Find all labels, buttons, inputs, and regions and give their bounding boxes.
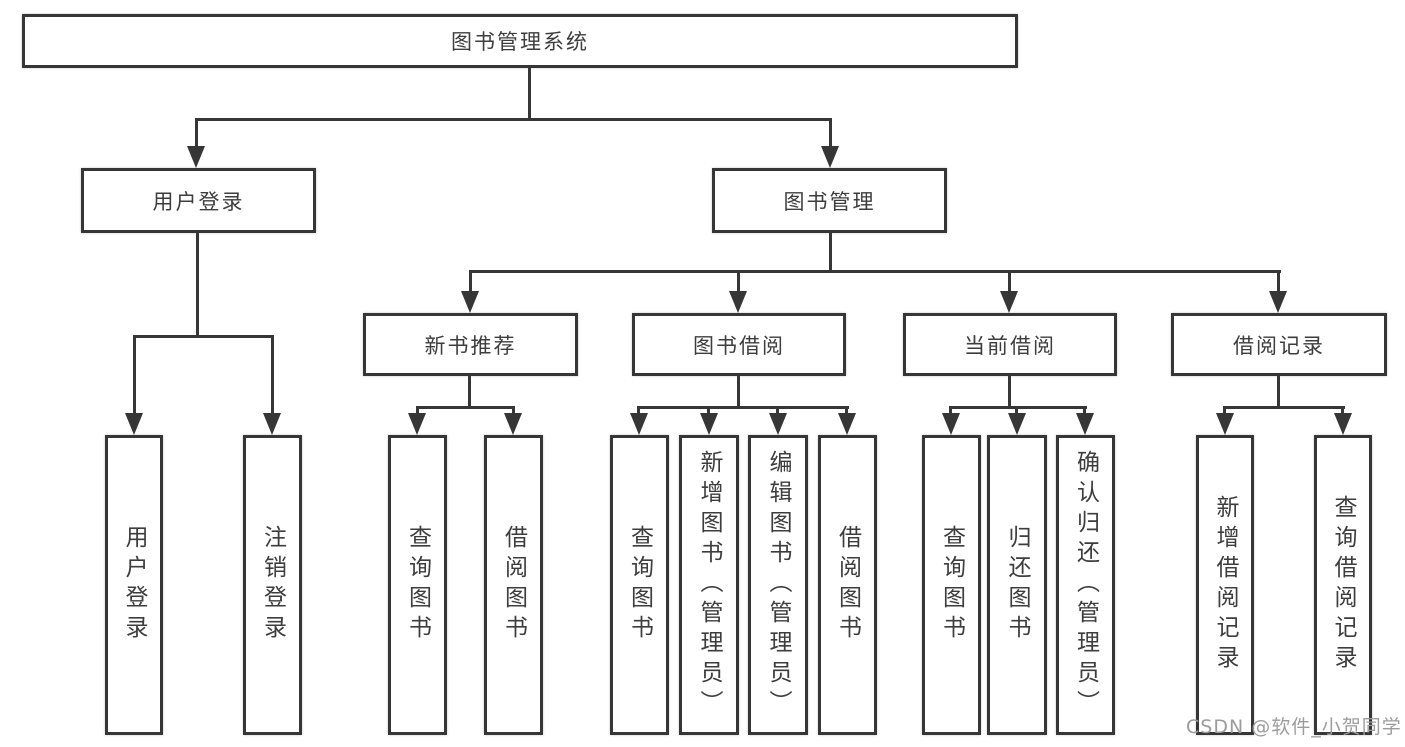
node-book-borrowing-label: 图书借阅 [693,333,785,358]
connector-line [195,118,198,148]
connector-line [1008,376,1011,409]
connector-line [1015,406,1018,416]
connector-line [1224,406,1345,409]
arrow-down-icon [1000,291,1018,313]
leaf-query-books-current: 查询图书 [922,435,981,735]
connector-line [469,270,472,293]
arrow-down-icon [263,413,281,435]
node-root-label: 图书管理系统 [451,30,589,54]
arrow-down-icon [729,291,747,313]
arrow-down-icon [700,413,718,435]
connector-line [1223,406,1226,416]
connector-line [196,233,199,338]
leaf-query-borrow-record-label: 查询借阅记录 [1330,495,1356,675]
node-book-management-label: 图书管理 [783,189,876,214]
connector-line [271,335,274,415]
connector-line [416,406,419,416]
arrow-down-icon [187,146,205,168]
leaf-confirm-return-admin: 确认归还（管理员） [1056,435,1115,735]
leaf-return-book: 归还图书 [987,435,1047,735]
node-user-login: 用户登录 [81,168,316,233]
node-user-login-label: 用户登录 [152,189,245,214]
leaf-return-book-label: 归还图书 [1004,525,1030,645]
leaf-query-books-recommend: 查询图书 [388,435,447,735]
node-borrowing-records-label: 借阅记录 [1233,333,1325,358]
node-new-book-recommend-label: 新书推荐 [424,333,517,358]
connector-line [528,68,531,121]
connector-line [829,233,832,273]
leaf-add-book-admin: 新增图书（管理员） [679,435,739,735]
connector-line [195,118,832,121]
leaf-logout: 注销登录 [243,435,302,735]
leaf-query-books-recommend-label: 查询图书 [404,525,431,645]
node-borrowing-records: 借阅记录 [1171,313,1387,376]
node-root: 图书管理系统 [22,14,1018,68]
arrow-down-icon [630,413,648,435]
connector-line [133,335,274,338]
leaf-user-login-label: 用户登录 [121,525,147,645]
leaf-logout-label: 注销登录 [259,525,286,645]
leaf-borrow-books-borrowing: 借阅图书 [818,435,877,735]
connector-line [416,406,515,409]
arrow-down-icon [125,413,143,435]
leaf-confirm-return-admin-label: 确认归还（管理员） [1072,450,1099,720]
connector-line [1083,406,1086,416]
leaf-add-book-admin-label: 新增图书（管理员） [696,450,722,720]
arrow-down-icon [769,413,787,435]
arrow-down-icon [838,413,856,435]
leaf-borrow-books-recommend: 借阅图书 [484,435,543,735]
arrow-down-icon [942,413,960,435]
leaf-add-borrow-record-label: 新增借阅记录 [1212,495,1238,675]
leaf-edit-book-admin-label: 编辑图书（管理员） [765,450,791,720]
node-book-management: 图书管理 [712,168,947,233]
leaf-query-books-current-label: 查询图书 [938,525,965,645]
arrow-down-icon [504,413,522,435]
node-new-book-recommend: 新书推荐 [363,313,578,376]
csdn-watermark: CSDN @软件_小贺同学 [1186,716,1402,738]
arrow-down-icon [1269,291,1287,313]
leaf-query-borrow-record: 查询借阅记录 [1314,435,1372,735]
leaf-add-borrow-record: 新增借阅记录 [1196,435,1254,735]
connector-line [1008,270,1011,293]
arrow-down-icon [1076,413,1094,435]
leaf-user-login: 用户登录 [105,435,163,735]
connector-line [638,406,849,409]
node-current-borrowing-label: 当前借阅 [964,333,1056,358]
arrow-down-icon [1008,413,1026,435]
arrow-down-icon [821,146,839,168]
connector-line [469,270,1281,273]
connector-line [950,406,1087,409]
connector-line [737,376,740,409]
node-current-borrowing: 当前借阅 [903,313,1117,376]
arrow-down-icon [461,291,479,313]
connector-line [845,406,848,416]
leaf-borrow-books-borrowing-label: 借阅图书 [834,525,861,645]
connector-line [133,335,136,415]
connector-line [1277,376,1280,409]
arrow-down-icon [408,413,426,435]
connector-line [468,376,471,409]
connector-line [1277,270,1280,293]
leaf-edit-book-admin: 编辑图书（管理员） [748,435,808,735]
arrow-down-icon [1334,413,1352,435]
connector-line [949,406,952,416]
arrow-down-icon [1216,413,1234,435]
node-book-borrowing: 图书借阅 [632,313,846,376]
connector-line [1341,406,1344,416]
connector-line [512,406,515,416]
leaf-query-books-borrowing-label: 查询图书 [626,525,653,645]
leaf-query-books-borrowing: 查询图书 [610,435,669,735]
connector-line [637,406,640,416]
connector-line [776,406,779,416]
connector-line [737,270,740,293]
connector-line [707,406,710,416]
leaf-borrow-books-recommend-label: 借阅图书 [500,525,527,645]
connector-line [829,118,832,148]
